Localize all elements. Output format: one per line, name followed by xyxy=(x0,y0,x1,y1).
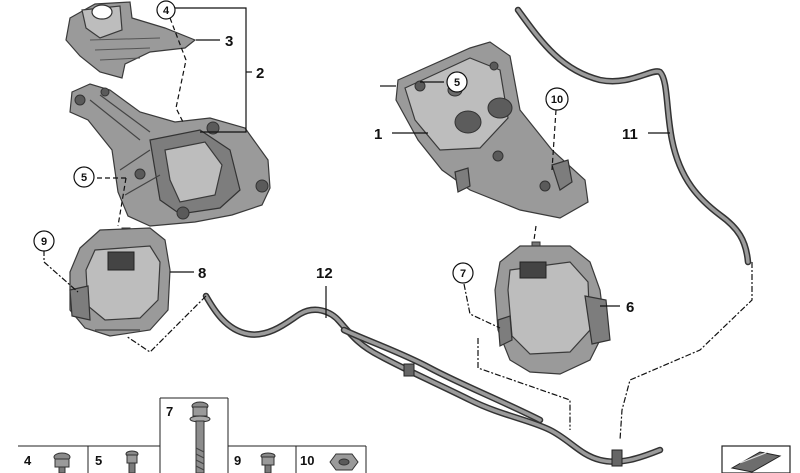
callout-11: 11 xyxy=(622,126,638,143)
fastener-cell-7-label: 7 xyxy=(166,404,173,419)
fastener-cell-10-label: 10 xyxy=(300,453,314,468)
fastener-cell-4-label: 4 xyxy=(24,453,32,468)
callout-7: 7 xyxy=(460,268,466,280)
callout-circle-5-left xyxy=(73,166,95,188)
callout-circle-4 xyxy=(156,0,176,20)
vacuum-hose-part xyxy=(514,6,752,266)
callout-10: 10 xyxy=(551,94,563,106)
heat-shield-part xyxy=(65,1,197,79)
callout-3: 3 xyxy=(225,33,233,50)
callout-circle-5-right xyxy=(446,71,468,93)
callout-12: 12 xyxy=(316,265,333,282)
fastener-cell-5-label: 5 xyxy=(95,453,102,468)
callout-8: 8 xyxy=(198,265,206,282)
screw-4-icon xyxy=(53,452,71,473)
callout-circle-7 xyxy=(452,262,474,284)
leader-lines xyxy=(43,7,753,441)
catalog-symbol-icon xyxy=(721,445,791,473)
callout-circle-9 xyxy=(33,230,55,252)
callout-1: 1 xyxy=(374,126,382,143)
callout-9: 9 xyxy=(41,236,47,248)
callout-2: 2 xyxy=(256,65,264,82)
callout-5-left: 5 xyxy=(81,172,87,184)
callout-6: 6 xyxy=(626,299,634,316)
fastener-grid: 4 5 7 9 10 xyxy=(18,397,367,473)
hose-line-part xyxy=(202,292,664,467)
screw-5-icon xyxy=(125,450,139,473)
callout-5-right: 5 xyxy=(454,77,460,89)
callout-4: 4 xyxy=(163,5,170,17)
engine-bracket-right-part xyxy=(395,41,589,219)
fastener-cell-9-label: 9 xyxy=(234,453,241,468)
callout-labels: 4 3 2 5 9 8 12 1 5 10 11 7 6 xyxy=(33,0,638,316)
engine-mount-left-part xyxy=(69,227,171,337)
screw-9-icon xyxy=(260,452,276,473)
engine-mount-right-part xyxy=(494,241,611,375)
callout-circle-10 xyxy=(545,87,569,111)
bolt-7-icon xyxy=(189,401,211,473)
engine-bracket-part xyxy=(69,83,271,227)
nut-10-icon xyxy=(329,453,359,471)
